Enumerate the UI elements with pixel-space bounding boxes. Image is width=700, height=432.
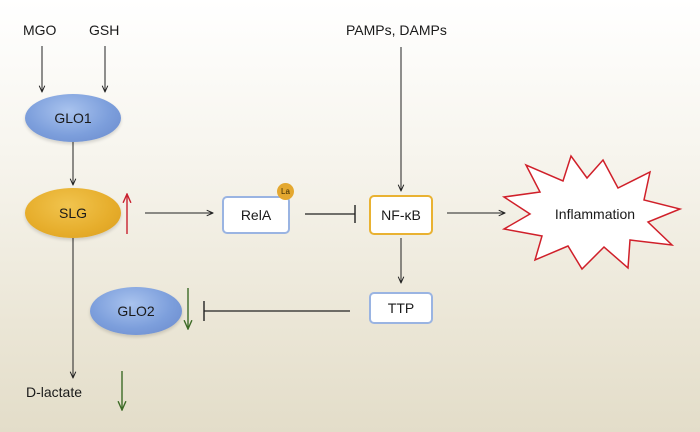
- mgo-label: MGO: [23, 22, 57, 38]
- glo1-label: GLO1: [54, 110, 92, 126]
- stimuli-label: PAMPs, DAMPs: [346, 22, 447, 38]
- glo2-label: GLO2: [117, 303, 155, 319]
- rela-node: RelA: [222, 196, 290, 234]
- inflammation-node: Inflammation: [525, 204, 665, 224]
- inflammation-label: Inflammation: [554, 206, 636, 222]
- gsh-label: GSH: [89, 22, 120, 38]
- slg-label: SLG: [58, 205, 87, 221]
- inflammation-burst-shape: [501, 154, 683, 271]
- lactoylation-badge-label: La: [281, 187, 290, 196]
- rela-label: RelA: [240, 207, 272, 223]
- nfkb-label: NF-κB: [381, 207, 421, 223]
- ttp-label: TTP: [387, 300, 415, 316]
- dlactate-label: D-lactate: [26, 384, 83, 400]
- glo1-node: GLO1: [25, 94, 121, 142]
- nfkb-node: NF-κB: [369, 195, 433, 235]
- lactoylation-badge: La: [277, 183, 294, 200]
- glo2-node: GLO2: [90, 287, 182, 335]
- ttp-node: TTP: [369, 292, 433, 324]
- slg-node: SLG: [25, 188, 121, 238]
